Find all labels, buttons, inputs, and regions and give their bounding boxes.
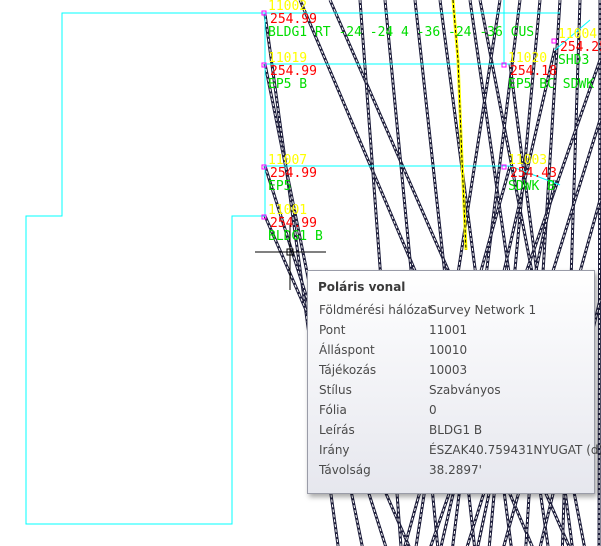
point-description: SHD3 [558, 53, 589, 68]
point-marker-icon [261, 164, 267, 170]
boundary-line [509, 165, 561, 186]
point-marker-icon [501, 164, 507, 170]
tooltip-row: Stílus Szabványos [319, 383, 589, 403]
point-description: BLDG1 RT -24 -24 4 -36 -24 -36 CUS [268, 25, 534, 40]
point-marker-icon [551, 38, 557, 44]
point-elevation: 254.18 [510, 64, 557, 79]
point-elevation: 254.99 [270, 64, 317, 79]
tooltip-row: Tájékozás 10003 [319, 363, 589, 383]
tooltip-row: Fólia 0 [319, 403, 589, 423]
point-description: BLDG1 B [268, 229, 323, 244]
point-marker-icon [261, 10, 267, 16]
tooltip-row: Álláspont 10010 [319, 343, 589, 363]
tooltip-key: Fólia [319, 403, 347, 417]
point-description: EP5 B [268, 77, 307, 92]
point-elevation: 254.99 [270, 12, 317, 27]
tooltip-value: BLDG1 B [429, 423, 483, 437]
tooltip-title: Poláris vonal [318, 280, 406, 294]
tooltip-value: Szabványos [429, 383, 501, 397]
point-number: 11004 [558, 27, 597, 42]
tooltip-key: Leírás [319, 423, 355, 437]
point-description: EP5 [268, 179, 291, 194]
observation-line-dash [598, 0, 601, 546]
point-marker-icon [501, 62, 507, 68]
tooltip-row: Leírás BLDG1 B [319, 423, 589, 443]
point-number: 11020 [508, 51, 547, 66]
tooltip-row: Pont 11001 [319, 323, 589, 343]
point-number: 11002 [268, 0, 307, 14]
point-elevation: 254.43 [510, 166, 557, 181]
tooltip-row: Távolság 38.2897' [319, 463, 589, 483]
point-number: 11007 [268, 153, 307, 168]
survey-baseline [452, 0, 467, 251]
observation-line-dash [404, 165, 511, 546]
tooltip-value: 10003 [429, 363, 468, 377]
point-number: 11019 [268, 51, 307, 66]
point-description: EP5 BC SDWK [508, 77, 594, 92]
point-number: 11003 [508, 153, 547, 168]
tooltip-row: Irány ÉSZAK40.759431NYUGAT (d) [319, 443, 601, 463]
building-outline [25, 12, 266, 525]
tooltip-key: Földmérési hálózat [319, 303, 433, 317]
tooltip-key: Tájékozás [319, 363, 377, 377]
tooltip-value: 38.2897' [429, 463, 482, 477]
point-number: 11001 [268, 203, 307, 218]
tooltip-value: Survey Network 1 [429, 303, 537, 317]
tooltip-value: 11001 [429, 323, 468, 337]
tooltip-value: ÉSZAK40.759431NYUGAT (d) [429, 443, 601, 457]
crosshair-cursor [255, 225, 326, 290]
tooltip-key: Távolság [319, 463, 371, 477]
point-marker-icon [261, 62, 267, 68]
point-elevation: 254.99 [270, 166, 317, 181]
tooltip-key: Irány [319, 443, 350, 457]
point-marker-icon [261, 214, 267, 220]
tooltip-value: 0 [429, 403, 437, 417]
tooltip-key: Álláspont [319, 343, 375, 357]
tooltip-key: Pont [319, 323, 346, 337]
point-elevation: 254.99 [270, 216, 317, 231]
tooltip-key: Stílus [319, 383, 352, 397]
point-elevation: 254.25 [560, 40, 601, 55]
boundary-line [554, 19, 591, 51]
point-description: SDWK B [508, 179, 555, 194]
observation-line-dash [539, 299, 601, 546]
tooltip-value: 10010 [429, 343, 468, 357]
